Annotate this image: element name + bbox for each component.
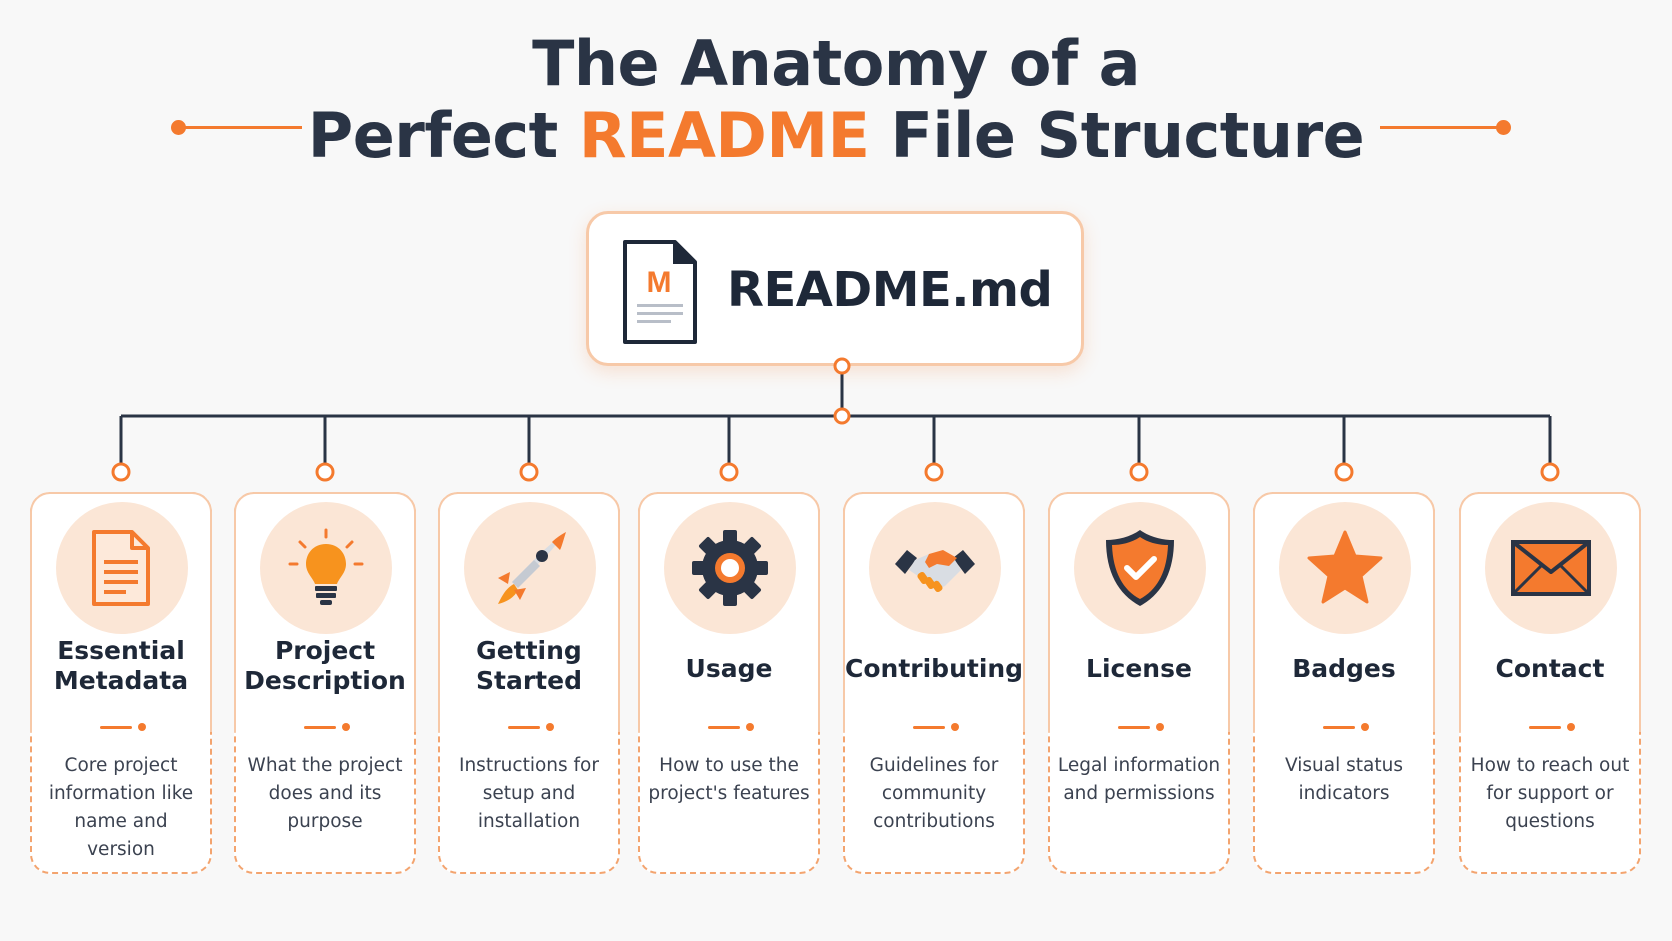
section-card-getting-started: Getting Started Instructions for setup a… bbox=[438, 492, 620, 874]
section-icon-circle bbox=[56, 502, 188, 634]
section-icon-circle bbox=[260, 502, 392, 634]
section-card-license: License Legal information and permission… bbox=[1048, 492, 1230, 874]
section-description: Visual status indicators bbox=[1285, 755, 1403, 804]
section-title: Getting Started bbox=[476, 636, 582, 695]
title-line-2: Perfect README File Structure bbox=[0, 100, 1672, 172]
section-icon-circle bbox=[1279, 502, 1411, 634]
rocket-icon bbox=[498, 532, 566, 604]
section-icon-circle bbox=[464, 502, 596, 634]
section-divider bbox=[1118, 722, 1164, 734]
section-description: Instructions for setup and installation bbox=[459, 755, 599, 832]
connector-nodes bbox=[111, 357, 1560, 482]
section-divider bbox=[913, 722, 959, 734]
envelope-icon bbox=[1511, 540, 1591, 596]
section-card-project-description: Project Description What the project doe… bbox=[234, 492, 416, 874]
section-icon-circle bbox=[869, 502, 1001, 634]
section-description: Core project information like name and v… bbox=[48, 755, 194, 860]
section-divider bbox=[1529, 722, 1575, 734]
lightbulb-icon bbox=[288, 528, 364, 605]
handshake-icon bbox=[895, 550, 975, 593]
markdown-file-icon: M bbox=[621, 238, 699, 350]
section-card-essential-metadata: Essential Metadata Core project informat… bbox=[30, 492, 212, 874]
section-icon-circle bbox=[664, 502, 796, 634]
page-title: The Anatomy of a Perfect README File Str… bbox=[0, 28, 1672, 172]
markdown-file-letter: M bbox=[647, 266, 672, 299]
branch-lines bbox=[119, 416, 1552, 465]
section-divider bbox=[304, 722, 350, 734]
root-label: README.md bbox=[727, 262, 1053, 318]
section-card-usage: Usage How to use the project's features bbox=[638, 492, 820, 874]
title-line-1: The Anatomy of a bbox=[532, 27, 1140, 100]
section-card-badges: Badges Visual status indicators bbox=[1253, 492, 1435, 874]
section-title: Usage bbox=[685, 654, 773, 683]
title-prefix: Perfect bbox=[307, 99, 558, 172]
section-divider bbox=[708, 722, 754, 734]
section-description: How to use the project's features bbox=[648, 755, 810, 804]
section-divider bbox=[100, 722, 146, 734]
section-card-contributing: Contributing Guidelines for community co… bbox=[843, 492, 1025, 874]
section-title: Contributing bbox=[845, 654, 1024, 683]
title-decoration-right bbox=[1380, 120, 1511, 135]
star-icon bbox=[1307, 530, 1383, 604]
gear-icon bbox=[692, 530, 768, 606]
section-description: How to reach out for support or question… bbox=[1470, 755, 1630, 832]
root-readme-node: M README.md bbox=[586, 211, 1084, 366]
section-title: Badges bbox=[1292, 654, 1396, 683]
title-decoration-left bbox=[171, 120, 302, 135]
section-title: Project Description bbox=[244, 636, 406, 695]
section-description: What the project does and its purpose bbox=[247, 755, 403, 832]
document-icon bbox=[92, 530, 150, 606]
section-description: Guidelines for community contributions bbox=[869, 755, 999, 832]
section-title: License bbox=[1086, 654, 1192, 683]
section-divider bbox=[508, 722, 554, 734]
section-title: Essential Metadata bbox=[53, 636, 189, 695]
section-icon-circle bbox=[1074, 502, 1206, 634]
section-card-contact: Contact How to reach out for support or … bbox=[1459, 492, 1641, 874]
title-suffix: File Structure bbox=[890, 99, 1365, 172]
shield-check-icon bbox=[1106, 530, 1174, 606]
title-accent: README bbox=[578, 99, 870, 172]
section-description: Legal information and permissions bbox=[1057, 755, 1221, 804]
section-title: Contact bbox=[1495, 654, 1605, 683]
section-icon-circle bbox=[1485, 502, 1617, 634]
section-divider bbox=[1323, 722, 1369, 734]
